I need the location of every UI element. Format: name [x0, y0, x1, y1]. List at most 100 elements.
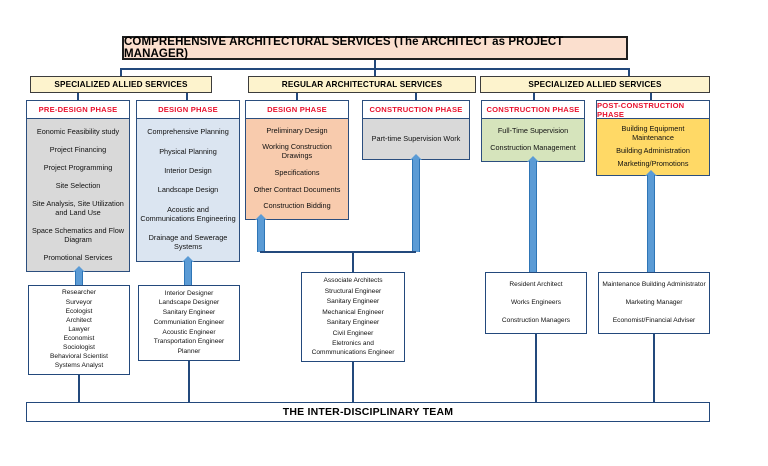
phase-item: Landscape Design: [157, 185, 219, 195]
team-member: Eletronics and Commmunications Engineer: [311, 340, 395, 356]
connector-team-post-construction-to-footer: [653, 334, 655, 402]
phase-item: Building Equipment Maintenance: [621, 124, 685, 142]
band-specialized-allied-services-left: SPECIALIZED ALLIED SERVICES: [30, 76, 212, 93]
connector-band-to-design-allied: [186, 93, 188, 100]
master-title-bar: COMPREHENSIVE ARCHITECTURAL SERVICES (Th…: [122, 36, 628, 60]
team-member: Sociologist: [63, 344, 95, 352]
team-member: Interior Designer: [164, 289, 214, 297]
phase-card-pre-design-phase: PRE-DESIGN PHASE Eonomic Feasibility stu…: [26, 100, 130, 272]
team-member: Architect: [66, 316, 92, 324]
phase-item: Project Programming: [43, 162, 113, 172]
connector-master-stem: [374, 60, 376, 69]
connector-regular-join-stem: [352, 251, 354, 272]
phase-card-construction-phase-allied: CONSTRUCTION PHASE Full-Time Supervision…: [481, 100, 585, 162]
connector-team-construction-allied-to-footer: [535, 334, 537, 402]
phase-title: CONSTRUCTION PHASE: [482, 101, 584, 119]
phase-card-construction-phase-regular: CONSTRUCTION PHASE Part-time Supervision…: [362, 100, 470, 160]
connector-band-to-construction-regular: [415, 93, 417, 100]
phase-title: POST-CONSTRUCTION PHASE: [597, 101, 709, 119]
phase-item: Comprehensive Planning: [147, 127, 229, 137]
team-member: Communiation Engineer: [153, 318, 225, 326]
arrow-up-icon-design-allied: [181, 256, 195, 286]
phase-item: Construction Management: [490, 143, 576, 153]
team-member: Planner: [177, 347, 201, 355]
team-member: Resident Architect: [509, 280, 563, 288]
band-regular-architectural-services: REGULAR ARCHITECTURAL SERVICES: [248, 76, 476, 93]
phase-title: PRE-DESIGN PHASE: [27, 101, 129, 119]
band-label: SPECIALIZED ALLIED SERVICES: [54, 80, 188, 89]
arrow-up-icon-pre-design: [72, 266, 86, 286]
team-member: Economist: [63, 334, 95, 342]
team-member: Sanitary Engineer: [162, 309, 216, 317]
connector-band-to-design-regular: [296, 93, 298, 100]
phase-title: CONSTRUCTION PHASE: [363, 101, 469, 119]
phase-item: Acoustic and Communications Engineering: [140, 204, 236, 223]
connector-band-to-pre-design: [77, 93, 79, 100]
arrow-up-icon-construction-allied: [526, 156, 540, 272]
phase-item: Physical Planning: [159, 146, 217, 156]
phase-item: Building Administration: [616, 145, 690, 155]
team-member: Transportation Engineer: [153, 338, 225, 346]
phase-item: Construction Bidding: [263, 201, 331, 211]
phase-item: Space Schematics and Flow Diagram: [31, 225, 125, 244]
phase-item: Specifications: [274, 167, 320, 177]
connector-band-left-drop: [120, 68, 122, 76]
team-member: Construction Managers: [501, 316, 571, 324]
team-member: Sanitary Engineer: [326, 319, 380, 327]
connector-team-pre-design-to-footer: [78, 375, 80, 402]
team-box-post-construction: Maintenance Building Administrator Marke…: [598, 272, 710, 334]
connector-team-design-allied-to-footer: [188, 361, 190, 402]
team-member: Mechanical Engineer: [322, 308, 384, 316]
band-label: SPECIALIZED ALLIED SERVICES: [528, 80, 662, 89]
arrow-up-icon-construction-regular: [409, 154, 423, 252]
team-member: Structural Engineer: [324, 287, 382, 295]
team-member: Maintenance Building Administrator: [602, 280, 706, 288]
phase-item: Interior Design: [164, 165, 212, 175]
phase-item: Site Selection: [55, 180, 101, 190]
team-member: Lawyer: [68, 325, 90, 333]
phase-item: Drainage and Sewerage Systems: [148, 232, 228, 251]
team-member: Systems Analyst: [54, 362, 104, 370]
connector-band-center-drop: [374, 68, 376, 76]
phase-items: Comprehensive Planning Physical Planning…: [137, 119, 239, 261]
connector-regular-join-bus: [260, 251, 416, 253]
phase-item: Promotional Services: [43, 252, 113, 262]
phase-item: Site Analysis, Site Utilization and Land…: [32, 198, 124, 217]
band-label: REGULAR ARCHITECTURAL SERVICES: [281, 80, 443, 89]
team-member: Marketing Manager: [625, 298, 683, 306]
master-title-label: COMPREHENSIVE ARCHITECTURAL SERVICES (Th…: [124, 36, 564, 60]
phase-item: Part-time Supervision Work: [371, 133, 461, 143]
team-member: Acoustic Engineer: [162, 328, 216, 336]
phase-item: Full-Time Supervision: [497, 126, 569, 136]
team-member: Sanitary Engineer: [326, 298, 380, 306]
arrow-up-icon-post-construction: [644, 170, 658, 272]
phase-item: Project Financing: [49, 144, 107, 154]
phase-card-design-phase-regular: DESIGN PHASE Preliminary Design Working …: [245, 100, 349, 220]
phase-item: Preliminary Design: [266, 125, 328, 135]
band-specialized-allied-services-right: SPECIALIZED ALLIED SERVICES: [480, 76, 710, 93]
phase-item: Other Contract Documents: [253, 184, 341, 194]
team-box-pre-design: Researcher Surveyor Ecologist Architect …: [28, 285, 130, 375]
team-member: Researcher: [61, 289, 97, 297]
team-member: Landscape Designer: [158, 299, 220, 307]
team-member: Civil Engineer: [332, 329, 374, 337]
team-member: Economist/Financial Adviser: [612, 316, 696, 324]
team-member: Surveyor: [65, 298, 93, 306]
connector-band-right-drop: [628, 68, 630, 76]
team-box-design-allied: Interior Designer Landscape Designer San…: [138, 285, 240, 361]
phase-title: DESIGN PHASE: [246, 101, 348, 119]
team-member: Behavioral Scientist: [50, 353, 108, 361]
phase-items: Part-time Supervision Work: [363, 119, 469, 159]
phase-items: Eonomic Feasibility study Project Financ…: [27, 119, 129, 271]
phase-items: Building Equipment Maintenance Building …: [597, 119, 709, 175]
arrow-up-icon-design-regular: [254, 214, 268, 252]
phase-item: Marketing/Promotions: [617, 159, 689, 169]
connector-band-to-post-construction: [650, 93, 652, 100]
team-member: Works Engineers: [510, 298, 562, 306]
team-member: Associate Architects: [323, 277, 383, 285]
connector-team-regular-to-footer: [352, 362, 354, 402]
phase-card-post-construction-phase: POST-CONSTRUCTION PHASE Building Equipme…: [596, 100, 710, 176]
phase-card-design-phase-allied: DESIGN PHASE Comprehensive Planning Phys…: [136, 100, 240, 262]
phase-item: Working Construction Drawings: [262, 142, 332, 161]
